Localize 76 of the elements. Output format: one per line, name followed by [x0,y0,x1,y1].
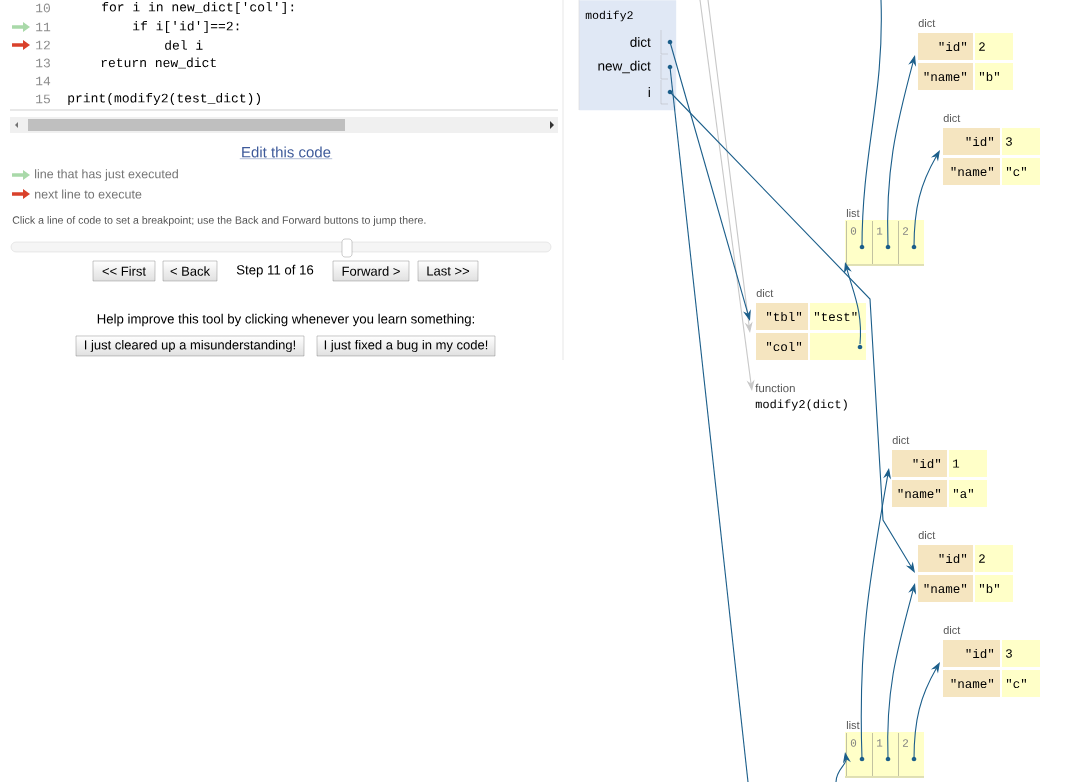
dict-table: dict "id" 2 "name" "b" [918,18,1013,90]
list-cell: 0 [846,220,865,265]
button: Last >> [417,260,479,282]
step-counter: Step 11 of 16 [236,264,314,278]
edit-link: Edit this code [239,146,333,159]
button: I just fixed a bug in my code! [316,335,496,357]
line-number: 12 [36,40,50,50]
node-label: 1 [953,459,960,468]
line-number: 15 [36,94,50,104]
list-cell: 2 [898,732,917,777]
node-label: i [648,87,650,97]
code-line: for i in new_dict['col']: [102,1,294,15]
line-number: 11 [36,22,51,32]
dict-table: dict "tbl" "test" "col" [756,288,866,360]
list-cell: 0 [846,732,865,777]
pointer-arrow [913,150,940,248]
node-label: "name" [951,678,994,689]
node-label: "c" [1006,678,1026,689]
node-label: 0 [850,739,857,747]
dict-table: dict "id" 1 "name" "a" [892,435,987,507]
hint-text: Click a line of code to set a breakpoint; use the Back and Forward buttons to jump there. [12,216,426,226]
node-label: "id" [939,553,967,564]
variable: new_dict [598,54,673,80]
help-text: Help improve this tool by clicking whenever you learn something: [97,313,474,327]
node-label: 1 [877,227,883,235]
node-label: "b" [979,583,999,594]
code-line: del i [165,40,203,50]
node-label: new_dict [598,60,651,74]
button: Forward > [332,260,410,282]
legend-text: next line to execute [35,189,142,199]
node-label: 2 [979,554,985,563]
node-label: list [846,208,860,218]
function-object: function modify2(dict) [755,383,847,411]
code-line: print(modify2(test_dict)) [68,92,260,106]
node-label: dict [918,530,936,540]
node-label: "a" [953,488,973,499]
line-number: 13 [36,58,50,68]
node-label: 2 [902,227,909,235]
node-label: "col" [766,341,802,352]
node-label: 1 [877,739,883,747]
node-label: 2 [902,739,909,747]
list-cell: 2 [898,220,917,265]
pointer-arrow [669,91,915,573]
variable: i [648,79,673,105]
button: << First [92,260,156,282]
node-label: "tbl" [766,311,802,322]
dict-table: dict "id" 3 "name" "c" [943,625,1040,697]
button: < Back [162,260,218,282]
node-label: dict [630,37,651,47]
node-label: dict [756,288,774,298]
dict-table: dict "id" 3 "name" "c" [943,113,1040,185]
node-label: "name" [924,71,967,82]
node-label: 2 [979,42,985,51]
node-label: 3 [1005,137,1012,146]
node-label: "b" [979,71,999,82]
code-line: return new_dict [101,57,216,69]
line-number: 14 [36,76,51,86]
button: I just cleared up a misunderstanding! [75,335,305,357]
node-label: dict [943,113,961,123]
legend-text: line that has just executed [35,169,178,181]
node-label: 3 [1005,649,1012,658]
node-label: dict [918,18,936,28]
node-label: dict [943,625,961,635]
node-label: 0 [850,227,857,235]
node-label: list [846,720,860,730]
dict-table: dict "id" 2 "name" "b" [918,530,1013,602]
list-cell: 1 [872,220,891,265]
node-label: "name" [898,488,941,499]
node-label: "name" [951,166,994,177]
list-cell: 1 [872,732,891,777]
code-line: if i['id']==2: [133,20,239,34]
variable: dict [630,29,673,55]
node-label: dict [892,435,910,445]
pointer-arrow [913,662,940,760]
line-number: 10 [36,3,50,13]
node-label: "c" [1006,166,1026,177]
